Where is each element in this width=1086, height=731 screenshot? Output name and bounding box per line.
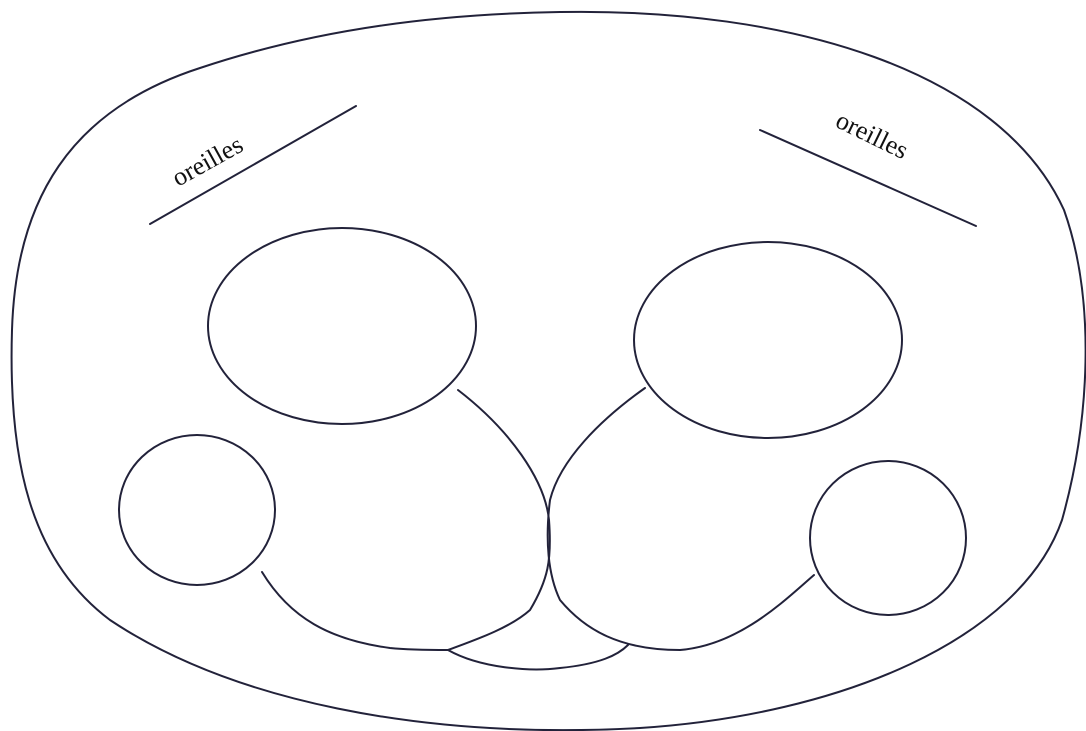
left-upper-oval: [208, 228, 476, 424]
bottom-connector: [448, 645, 628, 669]
left-lower-lobe: [262, 390, 550, 650]
right-upper-oval: [634, 242, 902, 438]
right-ear-label: oreilles: [831, 105, 912, 165]
right-lower-lobe: [548, 388, 814, 650]
left-ear-label: oreilles: [167, 130, 248, 192]
left-lower-circle: [119, 435, 275, 585]
head-outline: [12, 12, 1086, 730]
right-lower-circle: [810, 461, 966, 615]
